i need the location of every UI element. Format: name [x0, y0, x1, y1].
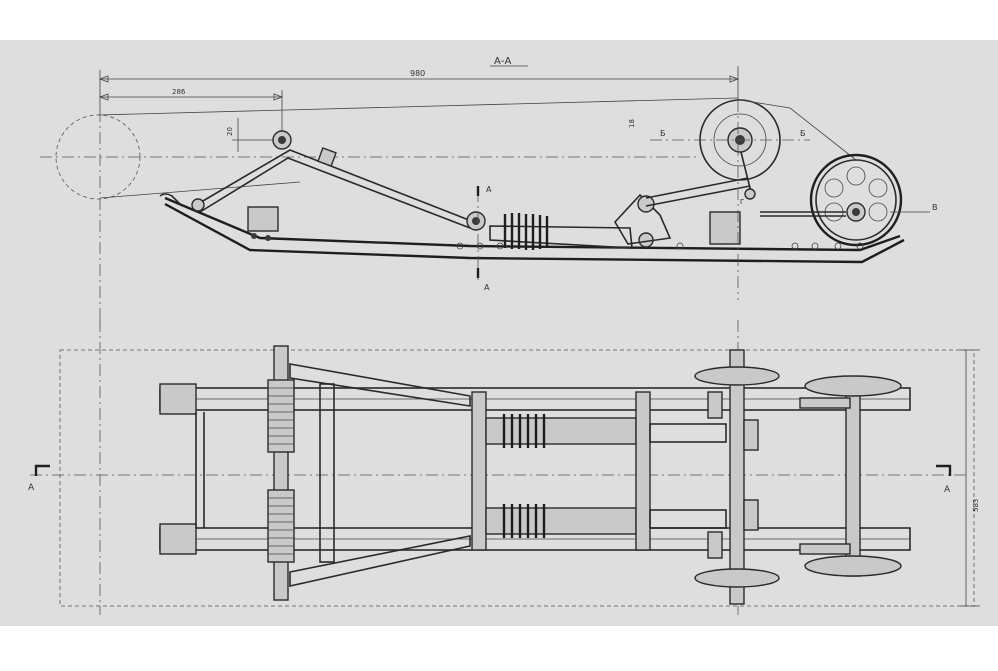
plan-shock-lower	[485, 504, 637, 538]
height-small-label: 20	[226, 127, 234, 136]
front-cross-shaft	[267, 345, 295, 601]
rail-bolts	[456, 242, 864, 250]
rear-link-plate	[614, 193, 672, 245]
mark-g: Г	[740, 198, 744, 206]
arm-bracket	[317, 147, 337, 167]
plan-mark-a-left: А	[28, 483, 35, 493]
brace-lower	[289, 535, 471, 587]
track-upper-line	[97, 97, 739, 116]
front-arm	[195, 149, 475, 223]
mark-a-bottom: А	[484, 283, 490, 292]
middle-cross-shaft	[471, 391, 487, 551]
section-title: А-А	[494, 56, 511, 67]
plan-mark-a-right: А	[944, 485, 951, 495]
front-offset-label: 286	[172, 88, 186, 96]
overall-length-label: 980	[410, 69, 425, 78]
mark-v: В	[932, 203, 938, 212]
dimension-front-offset: 286	[98, 88, 284, 140]
plan-rear-axle	[799, 375, 902, 577]
tip-pivot	[191, 198, 205, 212]
section-mark-a-a: А А	[476, 185, 492, 292]
dimension-plan-width: 583	[960, 349, 980, 607]
front-frame-bar	[319, 383, 335, 563]
rear-link-rod	[645, 177, 749, 199]
side-view: 980 А-А 286 20	[40, 56, 938, 330]
mark-a-top: А	[486, 185, 492, 194]
front-tips	[159, 383, 205, 555]
plan-idler-axle	[694, 349, 780, 605]
plan-outline	[59, 349, 975, 607]
dimension-overall-length: 980	[98, 66, 740, 110]
mark-b-right: Б	[800, 129, 806, 138]
slide-rail-bottom	[164, 202, 905, 264]
brace-upper	[289, 363, 471, 407]
slide-rail-top	[164, 196, 901, 252]
plan-view: 583 А А	[28, 320, 980, 615]
mark-b-left: Б	[660, 129, 666, 138]
height-right-label: 18	[628, 119, 636, 128]
plan-width-label: 583	[972, 499, 980, 512]
plan-shock-upper	[485, 414, 637, 448]
rear-link-shaft	[635, 391, 651, 551]
shock-spring	[489, 213, 633, 250]
rear-block	[709, 211, 741, 245]
front-block	[247, 206, 279, 232]
